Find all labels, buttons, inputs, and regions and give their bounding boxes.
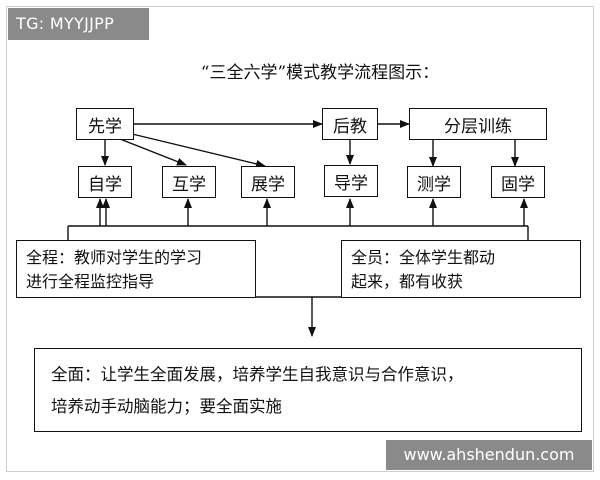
quancheng-line-1: 全程：教师对学生的学习 [26,248,203,267]
node-cexue: 测学 [407,166,461,198]
quancheng-line-2: 进行全程监控指导 [26,272,155,291]
quanyuan-box: 全员：全体学生都动 起来，都有收获 [341,240,581,298]
node-houjiao: 后教 [322,108,378,140]
quanyuan-line-2: 起来，都有收获 [351,272,464,291]
watermark-bottom-right: www.ahshendun.com [386,440,592,470]
diagram-title: “三全六学”模式教学流程图示： [200,63,440,83]
node-xianxue: 先学 [76,108,134,140]
node-zhanxue: 展学 [241,166,295,198]
quanmian-line-1: 全面：让学生全面发展，培养学生自我意识与合作意识， [51,365,464,384]
quancheng-box: 全程：教师对学生的学习 进行全程监控指导 [16,240,256,298]
arrow-xianxue-huxue [119,138,187,166]
node-zixue: 自学 [78,166,132,198]
node-daoxue: 导学 [324,165,378,197]
node-guxue: 固学 [491,166,545,198]
quanmian-line-2: 培养动手动脑能力；要全面实施 [51,397,282,416]
quanmian-box: 全面：让学生全面发展，培养学生自我意识与合作意识， 培养动手动脑能力；要全面实施 [34,348,582,432]
watermark-top-left: TG: MYYJJPP [8,8,149,40]
arrow-xianxue-zhanxue [127,132,266,168]
node-huxue: 互学 [162,166,216,198]
node-fenceng-xunlian: 分层训练 [409,108,547,140]
quanyuan-line-1: 全员：全体学生都动 [351,248,496,267]
